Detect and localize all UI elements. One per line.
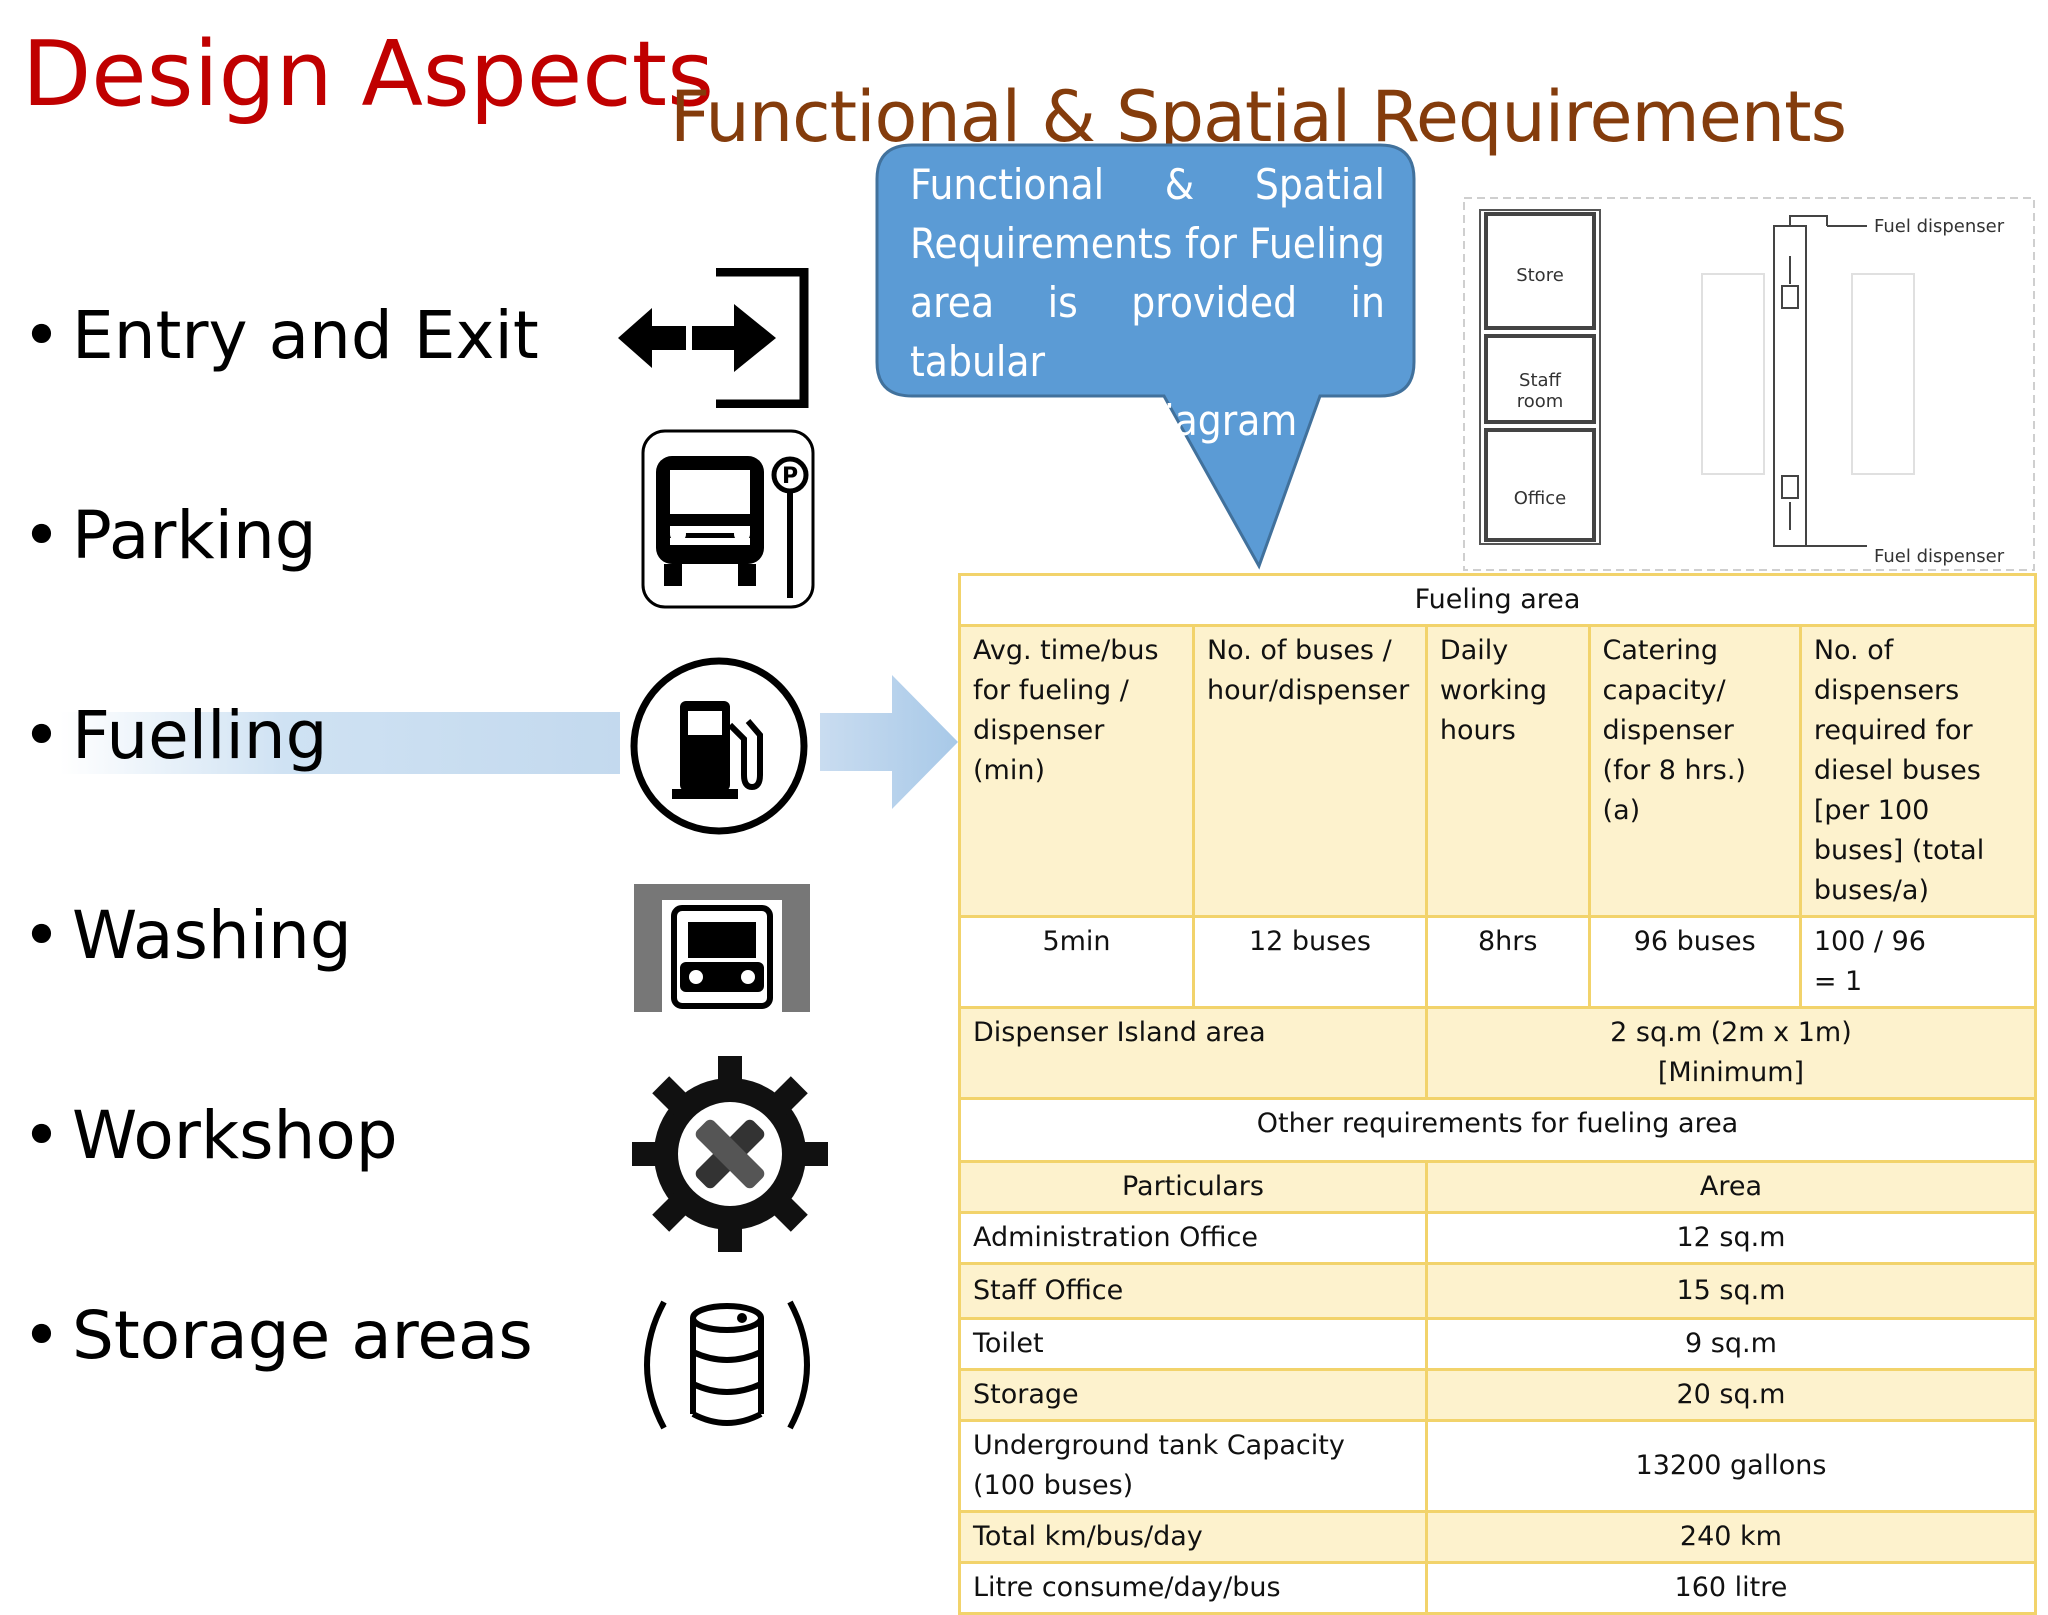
particular-label: Staff Office (958, 1262, 1428, 1320)
callout-bubble (875, 143, 1416, 570)
particular-label: Total km/bus/day (958, 1510, 1428, 1564)
fuel-pump-icon (630, 657, 808, 835)
workshop-gear-icon (632, 1056, 828, 1252)
table-subheader-row: Particulars Area (958, 1160, 2038, 1214)
table-row: Underground tank Capacity (100 buses) 13… (958, 1419, 2038, 1513)
table-row: Staff Office 15 sq.m (958, 1262, 2038, 1320)
floorplan-dispenser-bottom-label: Fuel dispenser (1874, 546, 2005, 567)
table-value-cell: 96 buses (1587, 915, 1802, 1009)
table-header-cell: Catering capacity/ dispenser (for 8 hrs.… (1587, 624, 1802, 918)
table-value-cell: 12 buses (1191, 915, 1428, 1009)
particular-value: 160 litre (1424, 1561, 2038, 1615)
table-row: Storage 20 sq.m (958, 1368, 2038, 1422)
particular-value: 9 sq.m (1424, 1317, 2038, 1371)
storage-barrel-icon (644, 1300, 810, 1430)
table-header-row: Avg. time/bus for fueling / dispenser (m… (958, 624, 2038, 918)
floorplan-staff-label-2: room (1517, 391, 1564, 412)
floorplan-office-label: Office (1514, 488, 1567, 509)
particular-label: Underground tank Capacity (100 buses) (958, 1419, 1428, 1513)
table-row: Administration Office 12 sq.m (958, 1211, 2038, 1265)
floorplan-staff-label-1: Staff (1519, 370, 1562, 391)
particular-value: 12 sq.m (1424, 1211, 2038, 1265)
area-header: Area (1424, 1160, 2038, 1214)
floor-plan-diagram: Store Staff room Office Fuel dispenser F… (1463, 197, 2035, 571)
table-row: Litre consume/day/bus 160 litre (958, 1561, 2038, 1615)
island-value: 2 sq.m (2m x 1m) [Minimum] (1424, 1006, 2038, 1100)
table-value-cell: 5min (958, 915, 1195, 1009)
table-title-row: Fueling area (958, 573, 2037, 627)
table-header-cell: No. of dispensers required for diesel bu… (1798, 624, 2038, 918)
table-value-cell: 8hrs (1424, 915, 1591, 1009)
bullet-workshop: •Workshop (22, 1097, 398, 1174)
car-wash-icon (634, 884, 810, 1012)
particular-label: Storage (958, 1368, 1428, 1422)
particular-value: 13200 gallons (1424, 1419, 2038, 1513)
bullet-parking: •Parking (22, 497, 317, 574)
table-row: Toilet 9 sq.m (958, 1317, 2038, 1371)
table-header-cell: Daily working hours (1424, 624, 1591, 918)
table-header-cell: No. of buses / hour/dispenser (1191, 624, 1428, 918)
table-title: Fueling area (958, 573, 2037, 627)
page-title: Design Aspects (22, 22, 714, 127)
particular-value: 240 km (1424, 1510, 2038, 1564)
fuelling-highlight (60, 712, 620, 774)
callout-text: Functional & Spatial Requirements for Fu… (910, 160, 1385, 445)
svg-text:P: P (782, 464, 798, 489)
pointer-arrow-icon (820, 675, 958, 809)
particular-label: Toilet (958, 1317, 1428, 1371)
bullet-fuelling: •Fuelling (22, 697, 328, 774)
entry-exit-arrows-icon (618, 268, 809, 408)
other-requirements-title: Other requirements for fueling area (958, 1097, 2037, 1163)
page-subtitle: Functional & Spatial Requirements (670, 76, 1847, 158)
bullet-washing: •Washing (22, 897, 352, 974)
fueling-area-table: Fueling area Avg. time/bus for fueling /… (958, 573, 2038, 1615)
table-row: Dispenser Island area 2 sq.m (2m x 1m) [… (958, 1006, 2038, 1100)
bus-parking-icon: P (641, 429, 815, 609)
table-value-cell: 100 / 96 = 1 (1798, 915, 2038, 1009)
particulars-header: Particulars (958, 1160, 1428, 1214)
floorplan-dispenser-top-label: Fuel dispenser (1874, 216, 2005, 237)
particular-value: 15 sq.m (1424, 1262, 2038, 1320)
table-header-cell: Avg. time/bus for fueling / dispenser (m… (958, 624, 1195, 918)
particular-label: Litre consume/day/bus (958, 1561, 1428, 1615)
table-values-row: 5min 12 buses 8hrs 96 buses 100 / 96 = 1 (958, 915, 2038, 1009)
particular-value: 20 sq.m (1424, 1368, 2038, 1422)
particular-label: Administration Office (958, 1211, 1428, 1265)
table-row: Total km/bus/day 240 km (958, 1510, 2038, 1564)
table-row: Other requirements for fueling area (958, 1097, 2037, 1163)
bullet-entry-exit: •Entry and Exit (22, 297, 539, 374)
floorplan-store-label: Store (1516, 265, 1564, 286)
island-label: Dispenser Island area (958, 1006, 1428, 1100)
bullet-storage-areas: •Storage areas (22, 1297, 533, 1374)
